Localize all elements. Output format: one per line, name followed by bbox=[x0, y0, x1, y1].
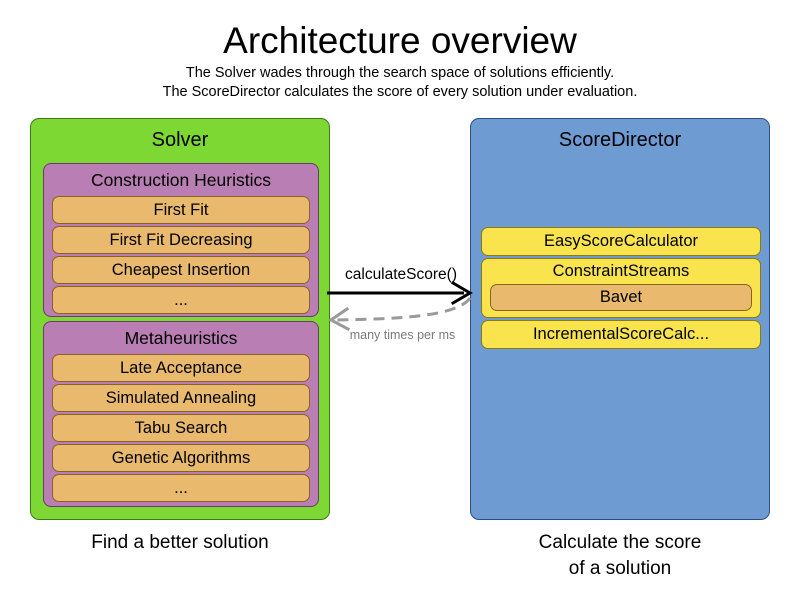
list-item[interactable]: Simulated Annealing bbox=[52, 384, 310, 412]
solver-panel[interactable]: Solver Construction Heuristics First Fit… bbox=[30, 118, 330, 520]
constraint-streams-label: ConstraintStreams bbox=[552, 262, 690, 280]
metaheuristics-items: Late Acceptance Simulated Annealing Tabu… bbox=[52, 354, 310, 502]
list-item[interactable]: First Fit bbox=[52, 196, 310, 224]
subtitle-line-1: The Solver wades through the search spac… bbox=[185, 65, 615, 81]
solver-caption: Find a better solution bbox=[91, 532, 269, 553]
list-item[interactable]: First Fit Decreasing bbox=[52, 226, 310, 254]
metaheuristics-title: Metaheuristics bbox=[124, 328, 238, 348]
bavet-box[interactable]: Bavet bbox=[490, 284, 752, 311]
page-title: Architecture overview bbox=[223, 20, 577, 61]
scoredirector-caption: Calculate the score of a solution bbox=[470, 530, 770, 582]
arrow-group: calculateScore() many times per ms bbox=[325, 265, 485, 355]
arrow-svg bbox=[327, 280, 473, 332]
metaheuristics-group[interactable]: Metaheuristics Late Acceptance Simulated… bbox=[43, 321, 319, 507]
subtitle-line-2: The ScoreDirector calculates the score o… bbox=[162, 84, 638, 100]
scoredirector-caption-line-1: Calculate the score bbox=[538, 532, 702, 553]
calculate-score-arrow-label: calculateScore() bbox=[345, 266, 457, 283]
construction-heuristics-title: Construction Heuristics bbox=[91, 170, 271, 190]
list-item[interactable]: Tabu Search bbox=[52, 414, 310, 442]
easy-score-calculator-box[interactable]: EasyScoreCalculator bbox=[481, 227, 761, 256]
list-item[interactable]: ... bbox=[52, 474, 310, 502]
list-item[interactable]: ... bbox=[52, 286, 310, 314]
constraint-streams-box[interactable]: ConstraintStreams Bavet bbox=[481, 258, 761, 318]
diagram-header: Architecture overview The Solver wades t… bbox=[0, 18, 800, 102]
solver-panel-title: Solver bbox=[151, 129, 209, 151]
list-item[interactable]: Late Acceptance bbox=[52, 354, 310, 382]
incremental-score-calculator-box[interactable]: IncrementalScoreCalc... bbox=[481, 320, 761, 349]
construction-heuristics-group[interactable]: Construction Heuristics First Fit First … bbox=[43, 163, 319, 317]
scoredirector-panel-title: ScoreDirector bbox=[558, 129, 682, 151]
construction-heuristics-items: First Fit First Fit Decreasing Cheapest … bbox=[52, 196, 310, 314]
many-times-per-ms-arrow-icon bbox=[328, 297, 472, 332]
calculate-score-arrow-icon bbox=[327, 280, 473, 306]
list-item[interactable]: Cheapest Insertion bbox=[52, 256, 310, 284]
score-calculators-list: EasyScoreCalculator ConstraintStreams Ba… bbox=[481, 227, 761, 351]
many-times-per-ms-arrow-label: many times per ms bbox=[349, 328, 456, 342]
list-item[interactable]: Genetic Algorithms bbox=[52, 444, 310, 472]
scoredirector-panel[interactable]: ScoreDirector EasyScoreCalculator Constr… bbox=[470, 118, 770, 520]
scoredirector-caption-line-2: of a solution bbox=[568, 558, 672, 579]
